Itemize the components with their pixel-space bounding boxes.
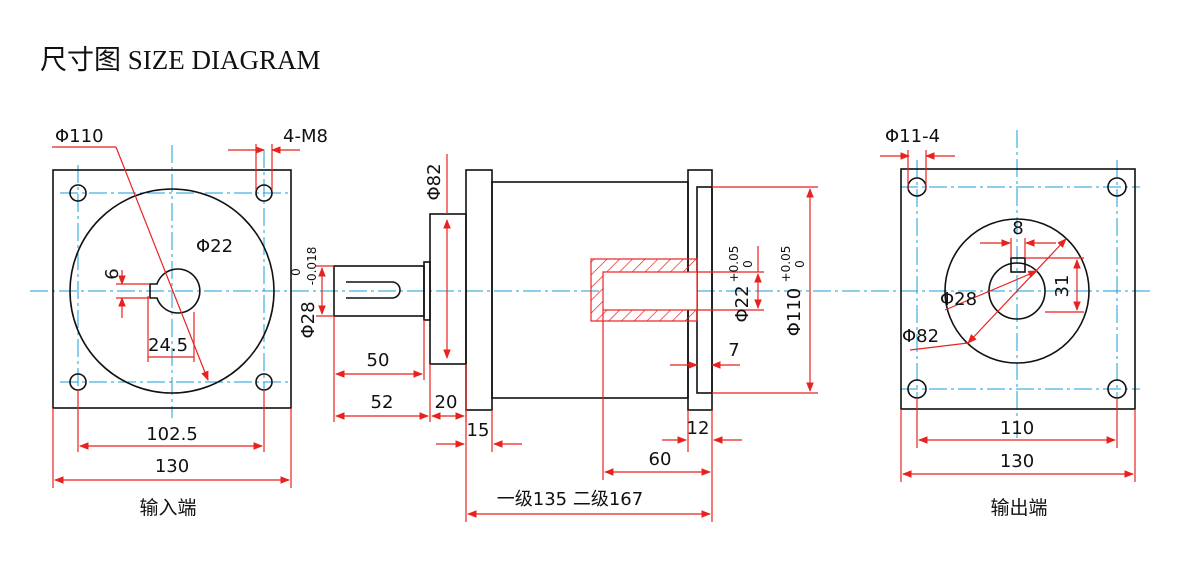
- output-end-dimensions: [880, 150, 1136, 482]
- input-hole-pitch-label: 102.5: [146, 424, 198, 445]
- shaft-keyway: [346, 281, 401, 299]
- pilot-boss: [429, 213, 467, 365]
- output-shaft-label: Φ28: [940, 289, 977, 310]
- input-thread-label: 4-M8: [283, 126, 328, 147]
- input-flange-outline: [52, 169, 292, 409]
- input-bore-cavity: [602, 271, 698, 311]
- bore-dia-label: Φ22: [732, 285, 753, 322]
- input-bolt-circle: [69, 188, 275, 394]
- spigot-tol-upper: +0.05: [779, 246, 793, 283]
- shaft-tol-lower: -0.018: [305, 247, 319, 286]
- overall-length-label: 一级135 二级167: [497, 489, 643, 510]
- pilot-dia-label: Φ82: [424, 163, 445, 200]
- input-bolt-circle-label: Φ110: [55, 126, 104, 147]
- output-key: [1010, 257, 1026, 273]
- input-hole-tr: [255, 184, 273, 202]
- input-end-dimensions: [52, 144, 300, 488]
- bore-tol-upper: +0.05: [727, 246, 741, 283]
- shaft-dia-label: Φ28: [298, 301, 319, 338]
- output-end-view: [900, 168, 1136, 410]
- output-key-width-label: 8: [1012, 218, 1023, 239]
- side-view-dimensions: [316, 154, 818, 522]
- input-end-view: [52, 169, 292, 409]
- output-flange-outline: [900, 168, 1136, 410]
- input-key-width-label: 6: [102, 268, 123, 279]
- center-lines: [30, 130, 1150, 440]
- spigot-depth-label: 7: [728, 340, 739, 361]
- input-flange-thickness-label: 12: [687, 418, 710, 439]
- output-pilot-label: Φ82: [902, 326, 939, 347]
- spigot-tol-lower: 0: [793, 260, 807, 268]
- output-key-height-label: 31: [1052, 275, 1073, 298]
- input-key-depth-label: 24.5: [148, 335, 188, 356]
- output-hole-tr: [1107, 177, 1127, 197]
- spigot-recess: [696, 186, 713, 394]
- input-flange-width-label: 130: [155, 456, 189, 477]
- output-flange-width-label: 130: [1000, 451, 1034, 472]
- input-bore-label: Φ22: [196, 236, 233, 257]
- bore-tol-lower: 0: [741, 260, 755, 268]
- page-title: 尺寸图 SIZE DIAGRAM: [40, 45, 321, 75]
- spigot-dia-label: Φ110: [784, 288, 805, 337]
- shaft-tol-upper: 0: [289, 268, 303, 276]
- key-length-label: 50: [367, 350, 390, 371]
- flange-thickness-label: 15: [467, 420, 490, 441]
- input-end-caption: 输入端: [139, 497, 196, 519]
- shaft-length-label: 52: [371, 392, 394, 413]
- output-hole-pitch-label: 110: [1000, 418, 1034, 439]
- output-pilot-circle: [944, 218, 1090, 364]
- bore-depth-label: 60: [649, 449, 672, 470]
- output-holes-label: Φ11-4: [885, 126, 940, 147]
- output-end-caption: 输出端: [990, 497, 1047, 519]
- pilot-length-label: 20: [435, 392, 458, 413]
- output-flange-plate: [465, 169, 493, 411]
- input-keyed-bore: [149, 268, 201, 314]
- input-hole-tl: [69, 184, 87, 202]
